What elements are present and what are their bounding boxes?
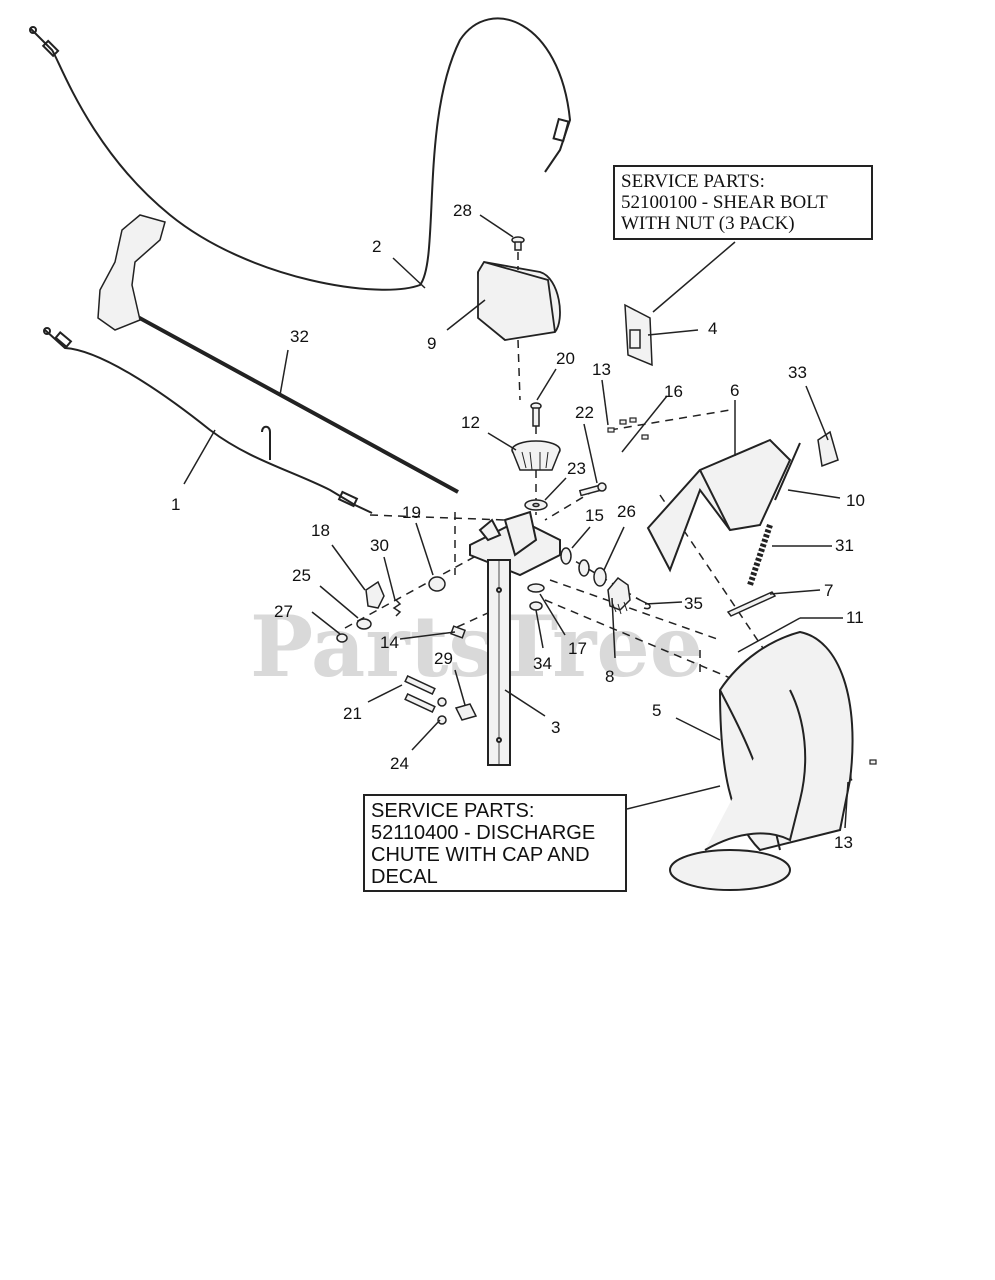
callout-30: 30 bbox=[370, 536, 389, 555]
cable-2 bbox=[29, 17, 572, 291]
callout-34: 34 bbox=[533, 654, 552, 673]
callout-35: 35 bbox=[684, 594, 703, 613]
callout-10: 10 bbox=[846, 491, 865, 510]
nut-27 bbox=[336, 633, 348, 643]
service-parts-shear-bolt-note: SERVICE PARTS: 52100100 - SHEAR BOLT WIT… bbox=[613, 165, 873, 240]
callout-7: 7 bbox=[824, 581, 833, 600]
bolt-14 bbox=[450, 625, 466, 639]
lever-7 bbox=[726, 591, 777, 617]
callout-33: 33 bbox=[788, 363, 807, 382]
bracket-33 bbox=[817, 430, 839, 468]
chute-cap-9 bbox=[477, 261, 561, 341]
callout-9: 9 bbox=[427, 334, 436, 353]
washer-25 bbox=[356, 618, 372, 630]
callout-17: 17 bbox=[568, 639, 587, 658]
nut-34 bbox=[529, 601, 543, 611]
callout-14: 14 bbox=[380, 633, 399, 652]
assembly-axis-lines bbox=[344, 252, 856, 786]
discharge-chute-5 bbox=[669, 630, 854, 891]
rod-10 bbox=[774, 442, 801, 501]
callout-8: 8 bbox=[605, 667, 614, 686]
gear-8 bbox=[607, 576, 631, 615]
spring-31 bbox=[747, 524, 773, 586]
bolt-22 bbox=[578, 482, 607, 497]
callout-19: 19 bbox=[402, 503, 421, 522]
nuts-24 bbox=[437, 697, 447, 725]
bolt-20 bbox=[530, 402, 542, 427]
bracket-18 bbox=[365, 580, 385, 609]
callout-31: 31 bbox=[835, 536, 854, 555]
callout-28: 28 bbox=[453, 201, 472, 220]
plate-11 bbox=[737, 617, 801, 653]
callout-12: 12 bbox=[461, 413, 480, 432]
callout-26: 26 bbox=[617, 502, 636, 521]
callout-numbers: 1 2 3 4 5 6 7 8 9 10 11 12 13 13 14 15 1… bbox=[171, 201, 865, 852]
callout-leaders bbox=[183, 214, 849, 829]
watermark-text: PartsTree bbox=[250, 597, 703, 696]
service-parts-chute-note: SERVICE PARTS: 52110400 - DISCHARGE CHUT… bbox=[363, 794, 627, 892]
callout-25: 25 bbox=[292, 566, 311, 585]
callout-11: 11 bbox=[846, 608, 864, 627]
callout-18: 18 bbox=[311, 521, 330, 540]
callout-3: 3 bbox=[551, 718, 560, 737]
spring-30 bbox=[392, 599, 402, 617]
callout-5: 5 bbox=[652, 701, 661, 720]
callout-4: 4 bbox=[708, 319, 717, 338]
callout-20: 20 bbox=[556, 349, 575, 368]
callout-27: 27 bbox=[274, 602, 293, 621]
bolts-21 bbox=[404, 674, 436, 714]
callout-2: 2 bbox=[372, 237, 381, 256]
callout-13-bottom: 13 bbox=[834, 833, 853, 852]
callout-6: 6 bbox=[730, 381, 739, 400]
callout-21: 21 bbox=[343, 704, 362, 723]
callout-16: 16 bbox=[664, 382, 683, 401]
callout-29: 29 bbox=[434, 649, 453, 668]
cable-1 bbox=[43, 327, 373, 514]
clip-29 bbox=[454, 703, 478, 721]
chute-crank-bracket-3 bbox=[469, 510, 561, 766]
washer-17 bbox=[527, 583, 545, 593]
bushing-19 bbox=[428, 576, 446, 592]
washer-23 bbox=[524, 499, 548, 511]
deflector-6 bbox=[646, 438, 792, 573]
callout-23: 23 bbox=[567, 459, 586, 478]
bracket-4 bbox=[624, 303, 653, 367]
bolt-28 bbox=[511, 236, 525, 251]
callout-13-top: 13 bbox=[592, 360, 611, 379]
washer-15 bbox=[560, 547, 590, 577]
handle-rod-32 bbox=[97, 214, 459, 496]
callout-32: 32 bbox=[290, 327, 309, 346]
callout-24: 24 bbox=[390, 754, 409, 773]
callout-15: 15 bbox=[585, 506, 604, 525]
gear-12 bbox=[511, 440, 561, 471]
callout-22: 22 bbox=[575, 403, 594, 422]
washer-26 bbox=[593, 567, 607, 587]
callout-1: 1 bbox=[171, 495, 180, 514]
